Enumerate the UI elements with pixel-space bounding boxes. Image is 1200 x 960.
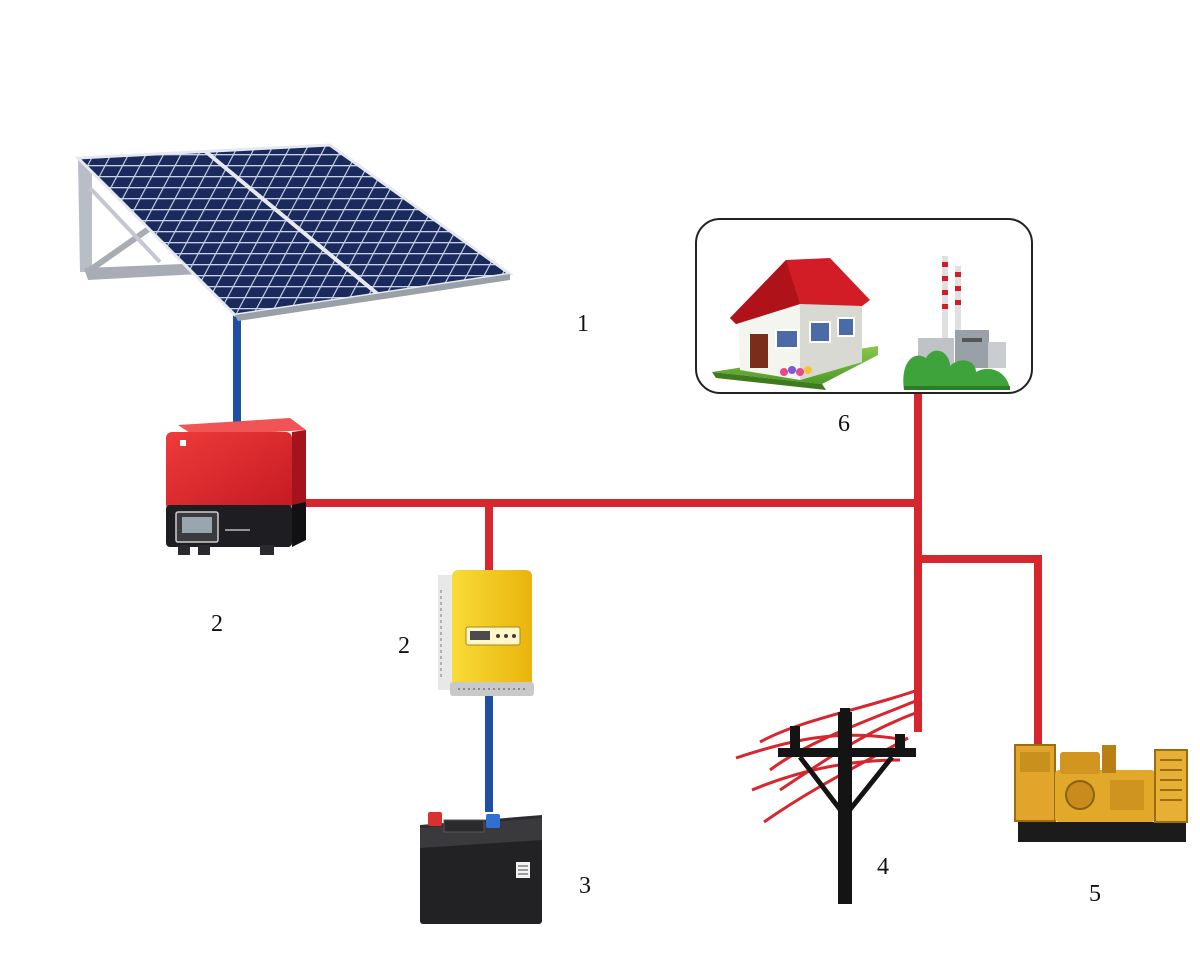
label-grid-inverter: 2 bbox=[211, 611, 223, 637]
label-charge-controller: 2 bbox=[398, 633, 410, 659]
battery-icon bbox=[420, 812, 542, 924]
house-icon bbox=[712, 258, 878, 390]
label-generator: 5 bbox=[1089, 881, 1101, 907]
label-solar-panel: 1 bbox=[577, 311, 589, 337]
label-power-line: 4 bbox=[877, 854, 889, 880]
consumers-group bbox=[695, 218, 1033, 394]
inverter-icon bbox=[166, 418, 306, 555]
utility-pole-icon bbox=[735, 688, 919, 904]
solar-panel-icon bbox=[74, 143, 514, 321]
label-battery: 3 bbox=[579, 873, 591, 899]
label-consumers: 6 bbox=[838, 411, 850, 437]
charge-controller-icon bbox=[438, 570, 534, 696]
diesel-generator-icon bbox=[1014, 744, 1188, 842]
wiring bbox=[233, 256, 1042, 812]
factory-icon bbox=[903, 256, 1010, 390]
ac-wire-to-generator bbox=[918, 555, 1042, 745]
